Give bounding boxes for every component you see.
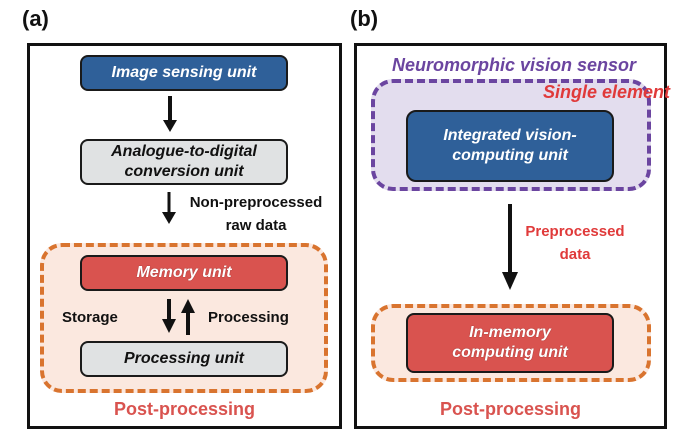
adc-unit: Analogue-to-digital conversion unit [80, 139, 288, 185]
preprocessed-data-label-line1: Preprocessed [525, 223, 625, 240]
post-processing-label-a: Post-processing [113, 399, 256, 419]
arrow-down-icon [502, 204, 518, 290]
in-memory-unit-line2: computing unit [452, 344, 568, 361]
processing-unit-label: Processing unit [123, 350, 245, 367]
in-memory-computing-unit: In-memory computing unit [406, 313, 614, 373]
single-element-label: Single element [542, 82, 670, 102]
panel-b-label: (b) [350, 6, 379, 31]
panel-a-label: (a) [22, 6, 49, 31]
integrated-vision-computing-unit: Integrated vision- computing unit [406, 110, 614, 182]
neuromorphic-sensor-label: Neuromorphic vision sensor [391, 55, 637, 75]
in-memory-unit-line1: In-memory [469, 324, 551, 341]
image-sensing-unit: Image sensing unit [80, 55, 288, 91]
processing-label: Processing [208, 309, 289, 326]
processing-unit: Processing unit [80, 341, 288, 377]
memory-unit-label: Memory unit [136, 264, 232, 281]
arrow-down-icon [163, 96, 177, 132]
preprocessed-data-label-line2: data [559, 246, 591, 263]
raw-data-label-line2: raw data [225, 217, 287, 234]
raw-data-label-line1: Non-preprocessed [189, 194, 323, 211]
adc-unit-line1: Analogue-to-digital [111, 143, 257, 160]
storage-label: Storage [62, 309, 118, 326]
integrated-unit-line2: computing unit [452, 147, 568, 164]
post-processing-label-b: Post-processing [439, 399, 582, 419]
arrow-down-icon [162, 192, 176, 224]
adc-unit-line2: conversion unit [124, 163, 244, 180]
image-sensing-unit-label: Image sensing unit [111, 64, 257, 81]
bidirectional-arrows-icon [162, 299, 195, 335]
memory-unit: Memory unit [80, 255, 288, 291]
integrated-unit-line1: Integrated vision- [443, 127, 577, 144]
